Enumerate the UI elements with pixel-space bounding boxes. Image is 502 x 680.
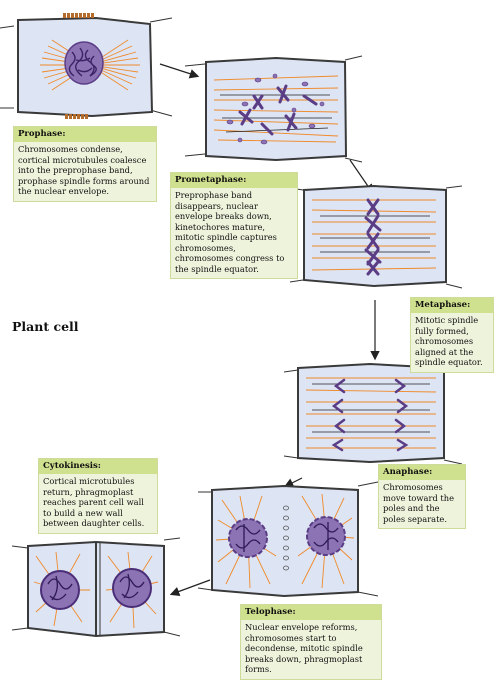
callout-telophase: Telophase: Nuclear envelope reforms, chr… [240,604,382,680]
callout-title: Prophase: [14,127,156,142]
callout-text: Mitotic spindle fully formed, chromosome… [415,315,483,367]
callout-text: Cortical microtubules return, phragmopla… [43,476,145,528]
callout-title: Anaphase: [379,465,465,480]
callout-text: Preprophase band disappears, nuclear env… [175,190,285,274]
arrow-to-cytokinesis [169,579,211,597]
figure-label: Plant cell [12,319,79,334]
prophase-cell [0,13,173,119]
telophase-cell [197,481,379,598]
metaphase-cell [289,184,463,289]
callout-text: Chromosomes condense, cortical microtubu… [18,144,150,196]
callout-cytokinesis: Cytokinesis: Cortical microtubules retur… [38,458,158,534]
callout-metaphase: Metaphase: Mitotic spindle fully formed,… [410,297,494,373]
arrow-to-prometaphase [159,63,200,79]
callout-anaphase: Anaphase: Chromosomes move toward the po… [378,464,466,529]
callout-title: Cytokinesis: [39,459,157,474]
arrow-to-telophase [283,477,303,488]
callout-prophase: Prophase: Chromosomes condense, cortical… [13,126,157,202]
anaphase-cell [283,362,463,465]
mitosis-diagram [0,13,463,638]
callout-prometaphase: Prometaphase: Preprophase band disappear… [170,172,298,279]
cytokinesis-cells [11,537,181,638]
callout-title: Metaphase: [411,298,493,313]
callout-text: Nuclear envelope reforms, chromosomes st… [245,622,363,674]
callout-text: Chromosomes move toward the poles and th… [383,482,454,524]
prometaphase-cell [184,55,363,163]
callout-title: Telophase: [241,605,381,620]
callout-title: Prometaphase: [171,173,297,188]
